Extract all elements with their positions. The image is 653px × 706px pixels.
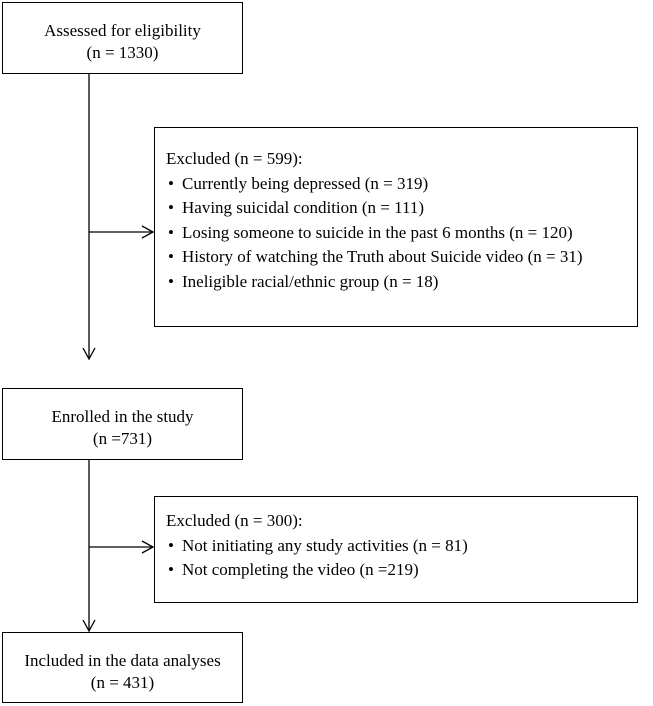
assessed-count: (n = 1330) — [86, 43, 159, 62]
included-count: (n = 431) — [90, 673, 155, 692]
enrolled-box: Enrolled in the study (n =731) — [2, 388, 243, 460]
excluded-2-list: Not initiating any study activities (n =… — [166, 534, 637, 583]
excluded-2-item: Not completing the video (n =219) — [166, 558, 637, 583]
excluded-box-1: Excluded (n = 599): Currently being depr… — [154, 127, 638, 327]
excluded-1-item: Ineligible racial/ethnic group (n = 18) — [166, 270, 637, 295]
assessed-label: Assessed for eligibility — [44, 21, 201, 40]
excluded-1-item: History of watching the Truth about Suic… — [166, 245, 637, 270]
excluded-1-item: Currently being depressed (n = 319) — [166, 172, 637, 197]
excluded-1-item: Having suicidal condition (n = 111) — [166, 196, 637, 221]
excluded-1-list: Currently being depressed (n = 319) Havi… — [166, 172, 637, 295]
excluded-box-2: Excluded (n = 300): Not initiating any s… — [154, 496, 638, 603]
included-box: Included in the data analyses (n = 431) — [2, 632, 243, 703]
excluded-2-item: Not initiating any study activities (n =… — [166, 534, 637, 559]
included-label: Included in the data analyses — [24, 651, 221, 670]
excluded-2-heading: Excluded (n = 300): — [166, 511, 303, 530]
excluded-1-item: Losing someone to suicide in the past 6 … — [166, 221, 637, 246]
enrolled-count: (n =731) — [92, 429, 153, 448]
enrolled-label: Enrolled in the study — [51, 407, 194, 426]
assessed-box: Assessed for eligibility (n = 1330) — [2, 2, 243, 74]
excluded-1-heading: Excluded (n = 599): — [166, 149, 303, 168]
